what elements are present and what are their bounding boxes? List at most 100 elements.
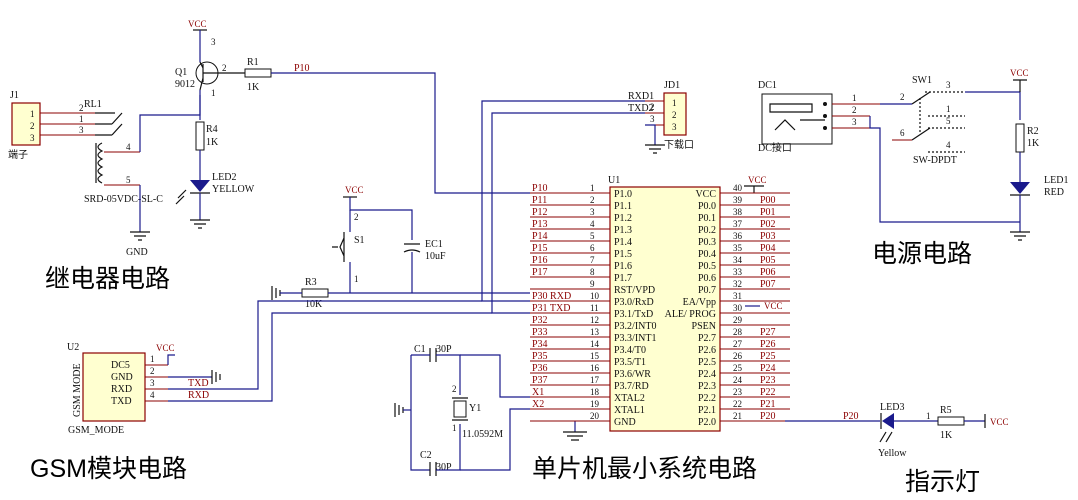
rl1-model: SRD-05VDC-SL-C [84,194,163,205]
mcu-pin-name-36: P0.3 [698,237,716,248]
mcu-pin-name-5: P1.4 [614,237,632,248]
r3-resistor [301,288,329,298]
r1-value: 1K [247,82,260,93]
reset-vcc-label: VCC [345,185,364,195]
mcu-pin-num-22: 22 [733,399,742,409]
mcu-net-right-27: P26 [760,339,776,350]
rl1-pin-4: 4 [126,142,131,152]
led3-color: Yellow [878,448,907,459]
rl1-coil [97,142,104,184]
mcu-net-left-10: P30 RXD [532,291,571,302]
mcu-net-left-7: P16 [532,255,548,266]
gsm-pin-name-1: DC5 [111,360,130,371]
sw1-pin-4: 4 [946,140,951,150]
mcu-pin-num-11: 11 [590,303,599,313]
mcu-pin-num-18: 18 [590,387,600,397]
mcu-pin-num-5: 5 [590,231,595,241]
mcu-pin-num-2: 2 [590,195,595,205]
power-circuit: DC1 DC接口 1 2 3 SW1 2 3 1 5 6 4 SW-DPDT V… [758,68,1068,268]
gsm-net-rxd: RXD [188,390,209,401]
mcu-pin-name-10: P3.0/RxD [614,297,654,308]
mcu-net-right-22: P21 [760,399,776,410]
y1-value: 11.0592M [462,429,503,440]
r2-resistor [1015,123,1025,153]
mcu-pin-num-8: 8 [590,267,595,277]
mcu-pin-num-30: 30 [733,303,743,313]
mcu-net-left-3: P12 [532,207,548,218]
mcu-pin-num-24: 24 [733,375,743,385]
mcu-net-left-17: P37 [532,375,548,386]
jd1-pin-num-3: 3 [650,114,655,124]
mcu-pin-name-9: RST/VPD [614,285,655,296]
rl1-pin-5: 5 [126,175,131,185]
dc1-name: DC接口 [758,141,792,154]
mcu-pin-name-6: P1.5 [614,249,632,260]
mcu-net-right-23: P22 [760,387,776,398]
mcu-pin-name-13: P3.3/INT1 [614,333,657,344]
sw1-pin-6: 6 [900,128,905,138]
gsm-net-txd: TXD [188,378,209,389]
mcu-pin-num-38: 38 [733,207,743,217]
mcu-pin-name-40: VCC [695,189,716,200]
mcu-net-right-37: P02 [760,219,776,230]
r1-resistor [244,68,272,78]
jd1-net-txd2: TXD2 [628,103,654,114]
mcu-pin-name-27: P2.6 [698,345,716,356]
led2-symbol [190,180,210,192]
sw1-model: SW-DPDT [913,155,957,166]
sw1-symbol [911,91,931,141]
led3-ref: LED3 [880,402,904,413]
mcu-pin-num-23: 23 [733,387,743,397]
mcu-pin-num-12: 12 [590,315,599,325]
mcu-net-right-28: P27 [760,327,776,338]
caption-relay: 继电器电路 [45,265,170,293]
jd1-net-rxd1: RXD1 [628,91,654,102]
mcu-body [609,186,721,432]
mcu-pin-name-37: P0.2 [698,225,716,236]
r2-value: 1K [1027,138,1040,149]
mcu-pin-num-40: 40 [733,183,743,193]
mcu-pin-num-17: 17 [590,375,600,385]
mcu-net-right-21: P20 [760,411,776,422]
q1-pin-1: 1 [211,88,216,98]
q1-model: 9012 [175,79,195,90]
mcu-net-left-19: X2 [532,399,544,410]
mcu-pin-num-29: 29 [733,315,743,325]
jd1-pin-2: 2 [672,110,677,120]
ec1-value: 10uF [425,251,446,262]
sw1-pin-5: 5 [946,116,951,126]
ec1-capacitor [403,243,421,253]
r4-resistor [195,121,205,151]
u2-name: GSM_MODE [68,425,124,436]
mcu-pin-num-6: 6 [590,243,595,253]
mcu-pin-name-29: PSEN [692,321,716,332]
u2-ref: U2 [67,342,79,353]
j1-ref: J1 [10,90,19,101]
r1-ref: R1 [247,57,259,68]
net-p20-label: P20 [843,411,859,422]
rl1-pin-2: 2 [79,103,84,113]
mcu-pin-name-1: P1.0 [614,189,632,200]
crystal-circuit: C1 30P C2 30P Y1 11.0592M 2 1 [394,344,530,476]
mcu-pin-num-1: 1 [590,183,595,193]
sw1-pin-1: 1 [946,104,951,114]
r5-ref: R5 [940,405,952,416]
mcu-pin-name-21: P2.0 [698,417,716,428]
mcu-pin-name-24: P2.3 [698,381,716,392]
gsm-pin-num-3: 3 [150,378,155,388]
sw1-ref: SW1 [912,75,932,86]
mcu-pin-num-31: 31 [733,291,742,301]
gsm-pin-name-3: RXD [111,384,132,395]
c2-value: 30P [436,462,452,473]
led2-ref: LED2 [212,172,236,183]
mcu-pin-name-3: P1.2 [614,213,632,224]
y1-crystal [453,400,467,418]
led3-symbol [882,413,894,429]
mcu-net-right-35: P04 [760,243,776,254]
mcu-net-left-2: P11 [532,195,547,206]
r2-ref: R2 [1027,126,1039,137]
mcu-pin-name-18: XTAL2 [614,393,645,404]
mcu-pin-num-16: 16 [590,363,600,373]
mcu-pin-name-26: P2.5 [698,357,716,368]
gsm-pin-num-1: 1 [150,354,155,364]
